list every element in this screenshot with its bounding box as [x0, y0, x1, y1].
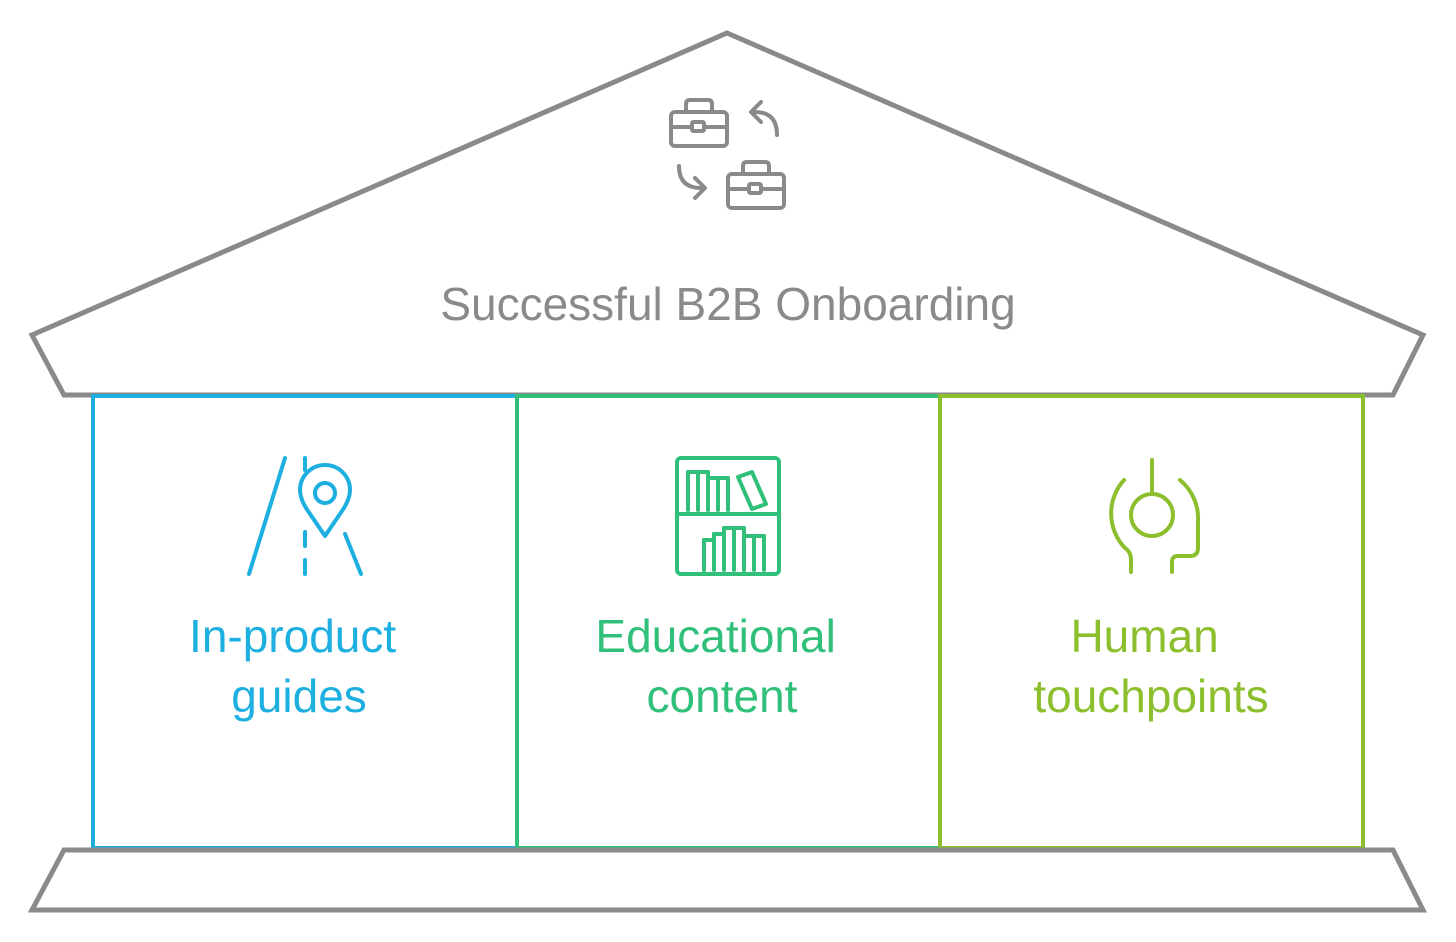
temple-base	[27, 847, 1428, 913]
road-map-pin-icon	[247, 456, 363, 576]
pillar-educational-content: Educational content	[515, 394, 942, 850]
roof-shape	[28, 30, 1427, 398]
diagram-title: Successful B2B Onboarding	[440, 278, 1015, 330]
pillar-in-product-guides: In-product guides	[91, 394, 519, 850]
briefcase-swap-icon	[669, 98, 786, 210]
pillar-label-line-2: touchpoints	[1033, 670, 1268, 722]
roof: Successful B2B Onboarding	[28, 30, 1427, 398]
pillar-label-line-1: Educational	[595, 610, 835, 662]
human-touchpoint-icon	[1109, 458, 1201, 574]
pillar-label-line-2: content	[647, 670, 798, 722]
bookshelf-icon	[675, 456, 781, 576]
pillar-label-line-1: Human	[1070, 610, 1218, 662]
pillar-label-line-1: In-product	[189, 610, 396, 662]
pillar-label: In-product guides	[189, 610, 409, 722]
pillar-label: Human touchpoints	[1033, 610, 1268, 722]
pillar-label: Educational content	[595, 610, 848, 722]
pillar-human-touchpoints: Human touchpoints	[938, 394, 1365, 850]
pillar-label-line-2: guides	[231, 670, 367, 722]
